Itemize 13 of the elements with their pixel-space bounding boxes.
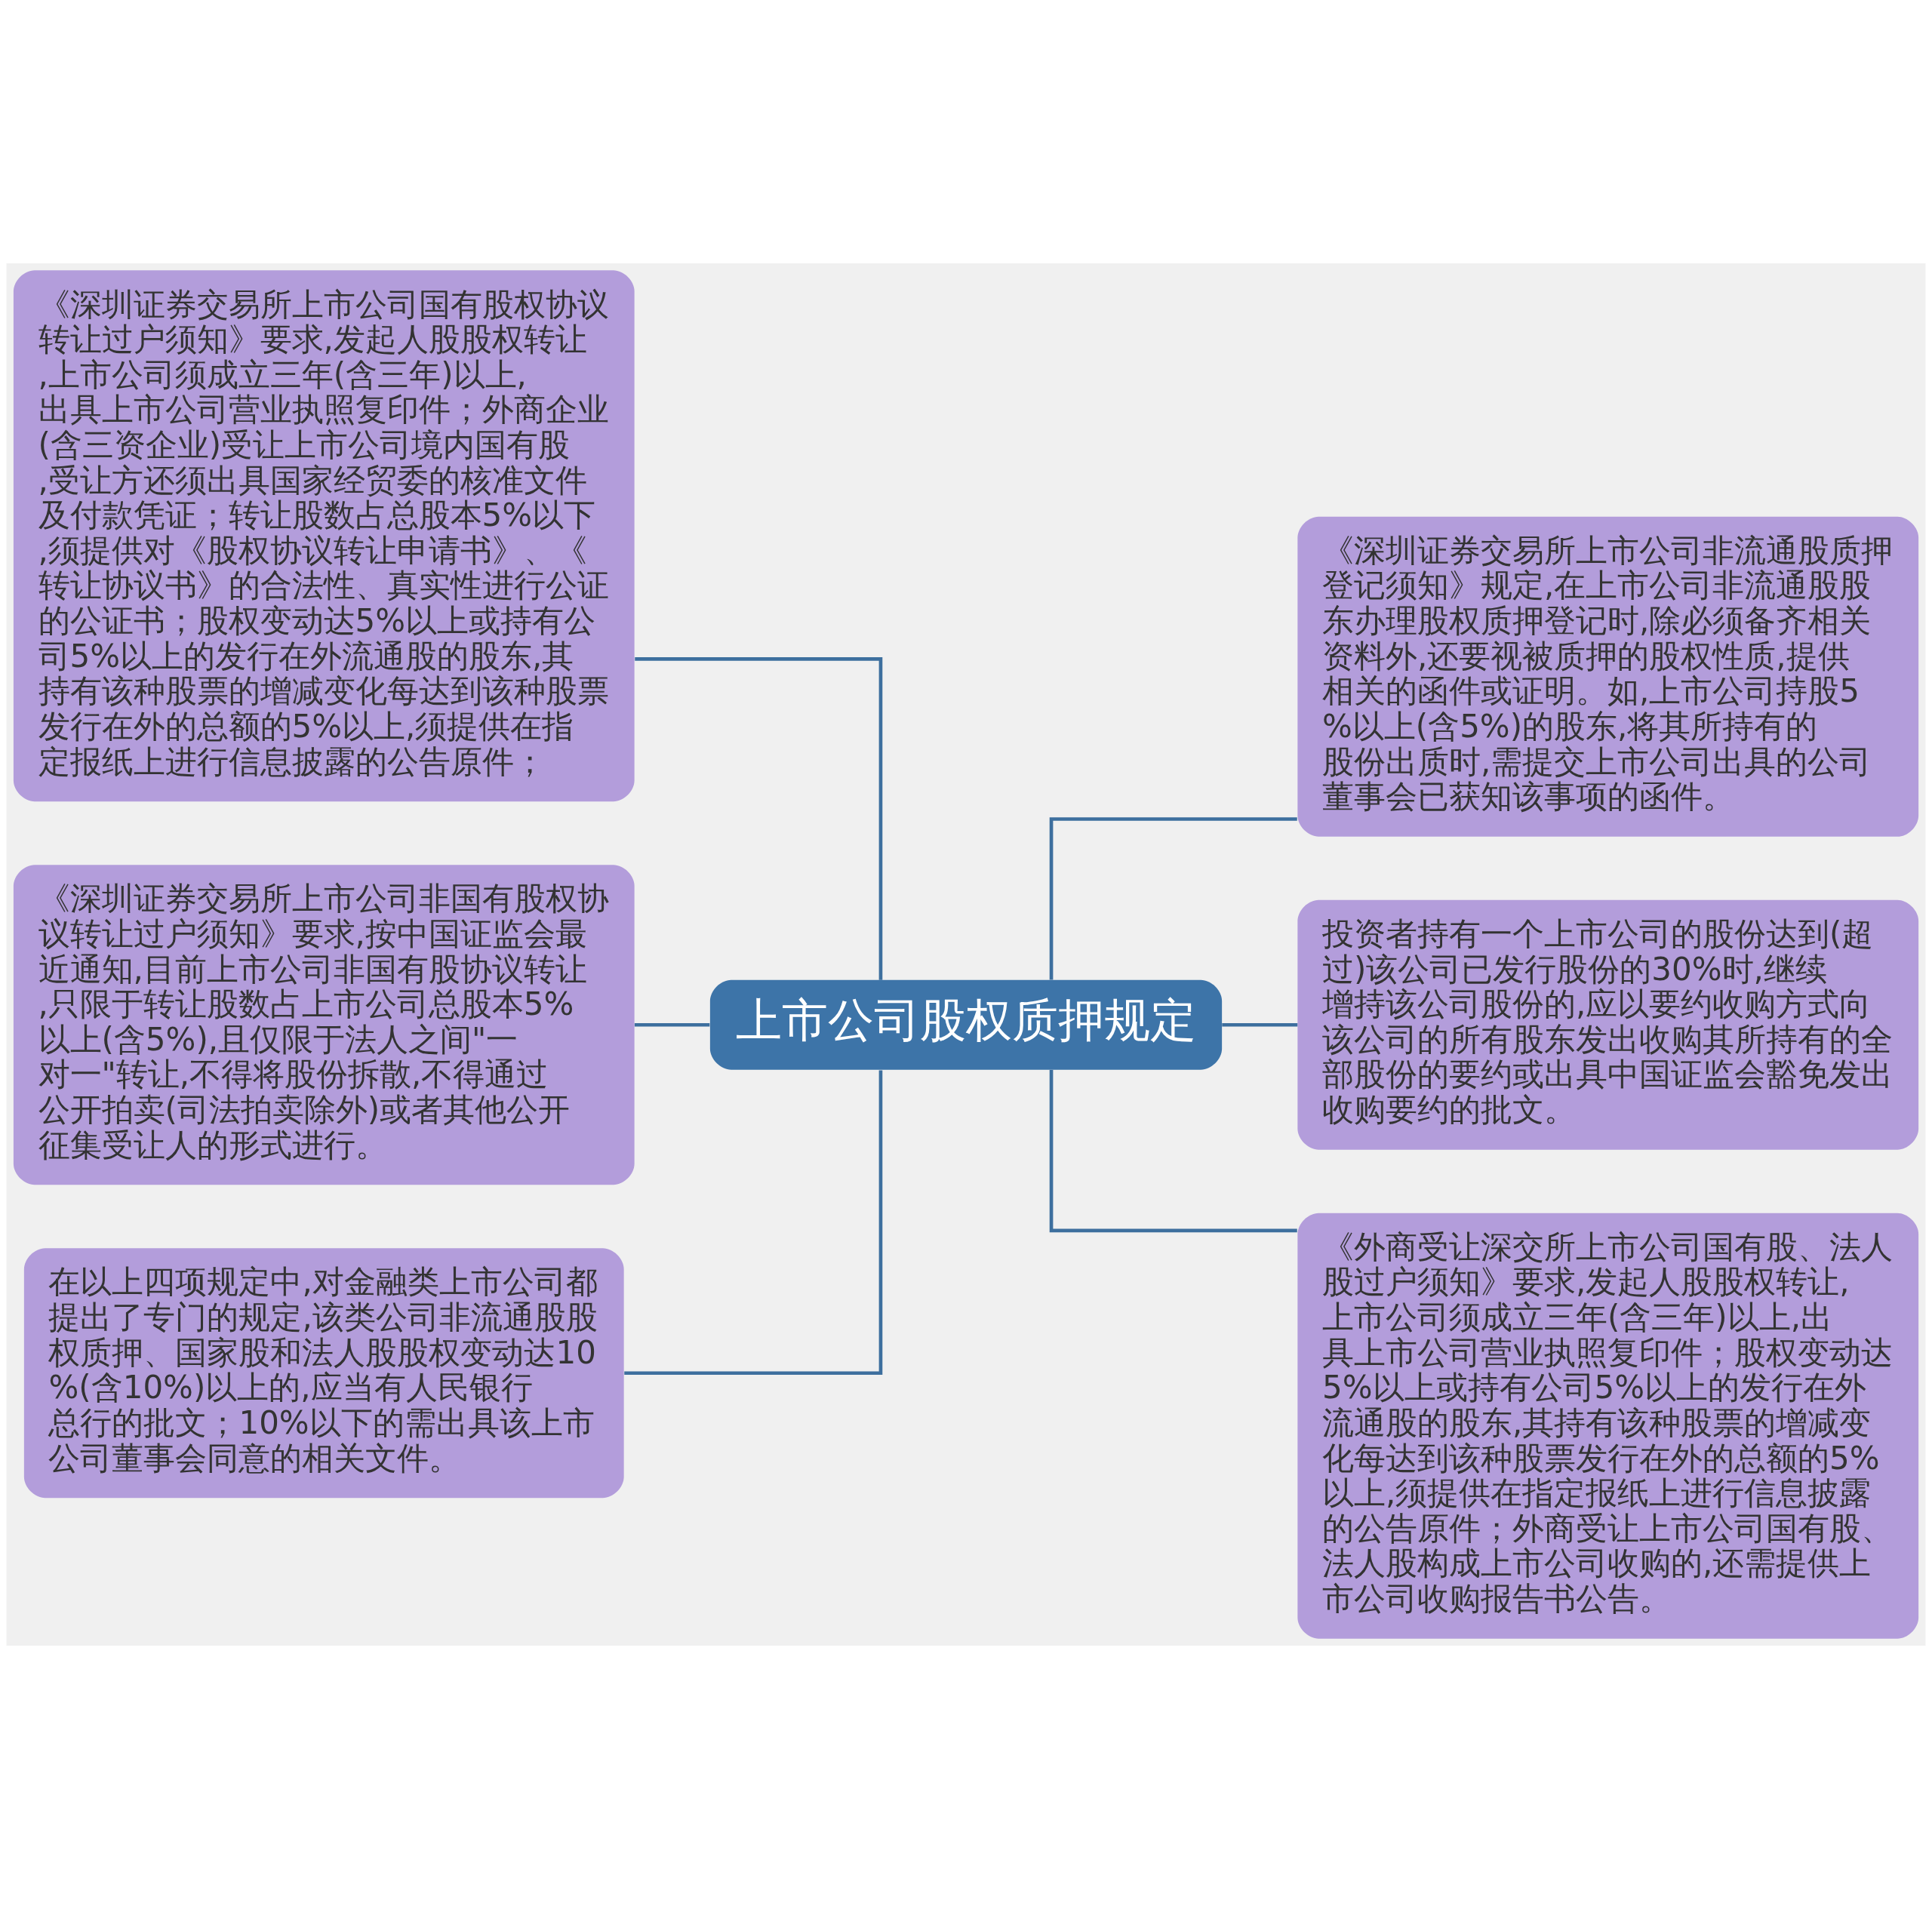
- connector: [634, 1022, 710, 1027]
- connector: [624, 1070, 883, 1376]
- node-box: 《深圳证券交易所上市公司非国有股权协议转让过户须知》要求,按中国证监会最近通知,目前上市公司非国有股协议转让,只限于转让股数占上市公司总股本5%以上(含5%),且仅限于法人之间"一对一"转让,不得将股份拆散,不得通过公开拍卖(司法拍卖除外)或者其他公开征集受让人的形式进行。: [13, 865, 635, 1185]
- connector: [1222, 1022, 1298, 1027]
- connector: [635, 657, 883, 980]
- node-box: 上市公司股权质押规定: [709, 979, 1223, 1070]
- connector: [1049, 817, 1297, 980]
- node-box: 《深圳证券交易所上市公司非流通股质押登记须知》规定,在上市公司非流通股股东办理股权质押登记时,除必须备齐相关资料外,还要视被质押的股权性质,提供相关的函件或证明。如,上市公司持股5%以上(含5%)的股东,将其所持有的股份出质时,需提交上市公司出具的公司董事会已获知该事项的函件。: [1297, 516, 1919, 837]
- node-box: 《深圳证券交易所上市公司国有股权协议转让过户须知》要求,发起人股股权转让,上市公司须成立三年(含三年)以上,出具上市公司营业执照复印件；外商企业(含三资企业)受让上市公司境内国有股,受让方还须出具国家经贸委的核准文件及付款凭证；转让股数占总股本5%以下,须提供对《股权协议转让申请书》、《转让协议书》的合法性、真实性进行公证的公证书；股权变动达5%以上或持有公司5%以上的发行在外流通股的股东,其持有该种股票的增减变化每达到该种股票发行在外的总额的5%以上,须提供在指定报纸上进行信息披露的公告原件；: [13, 270, 635, 802]
- node-box: 在以上四项规定中,对金融类上市公司都提出了专门的规定,该类公司非流通股股权质押、国家股和法人股股权变动达10%(含10%)以上的,应当有人民银行总行的批文；10%以下的需出具该上市公司董事会同意的相关文件。: [23, 1248, 624, 1499]
- connector: [1049, 1070, 1297, 1233]
- node-box: 投资者持有一个上市公司的股份达到(超过)该公司已发行股份的30%时,继续增持该公司股份的,应以要约收购方式向该公司的所有股东发出收购其所持有的全部股份的要约或出具中国证监会豁免发出收购要约的批文。: [1297, 899, 1919, 1150]
- node-box: 《外商受让深交所上市公司国有股、法人股过户须知》要求,发起人股股权转让,上市公司须成立三年(含三年)以上,出具上市公司营业执照复印件；股权变动达5%以上或持有公司5%以上的发行在外流通股的股东,其持有该种股票的增减变化每达到该种股票发行在外的总额的5%以上,须提供在指定报纸上进行信息披露的公告原件；外商受让上市公司国有股、法人股构成上市公司收购的,还需提供上市公司收购报告书公告。: [1297, 1213, 1919, 1639]
